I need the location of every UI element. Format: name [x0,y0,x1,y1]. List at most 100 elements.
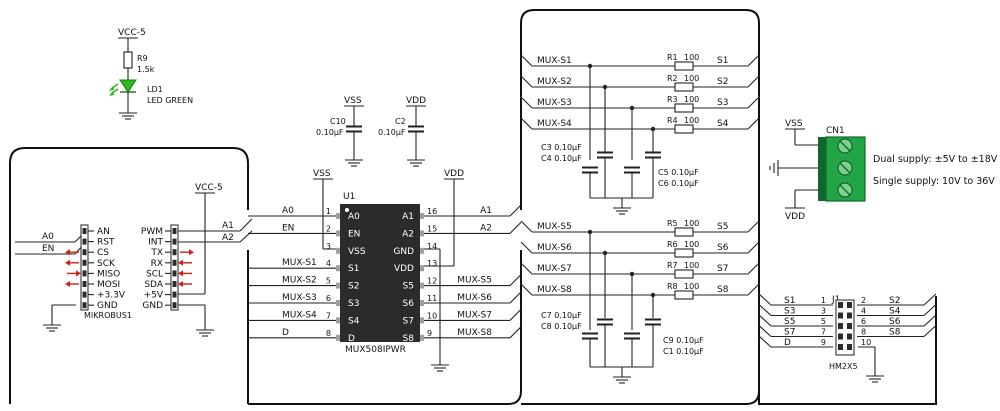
mikrobus-right-label: RX [151,259,163,269]
mux-left-pin-name: D [348,334,355,344]
mux-left-pin-name: EN [348,229,360,239]
vdd-label-cn1: VDD [785,212,805,222]
vss-label-mux: VSS [313,169,331,179]
chip-pin [336,282,340,289]
mikrobus-outline [9,147,249,404]
cap-c3: C3 0.10µF [541,143,582,152]
mux-left-pin-name: S4 [348,316,360,326]
chip-pin [336,300,340,306]
c10-value: 0.10µF [316,128,344,137]
mux-right-pin-name: S5 [403,282,414,292]
caps-bottom: C7 0.10µF C8 0.10µF C9 0.10µF C1 0.10µF [541,229,704,384]
header-pin [838,312,843,319]
mux-right-net-label: A1 [480,206,492,216]
capacitor-icon [407,125,425,133]
j1-right-number: 2 [861,296,866,305]
ground-icon [865,375,885,383]
mux-right-pin-number: 12 [427,277,437,286]
chip-pin [420,213,424,219]
header-pin [82,270,87,277]
mux-right-net-label: MUX-S8 [457,328,492,338]
mux-right-pin-name: S8 [403,334,415,344]
vcc5-label-mikrobus: VCC-5 [195,183,223,193]
r9-value: 1.5k [137,65,155,74]
dual-supply-note: Dual supply: ±5V to ±18V [873,154,998,165]
resistor-net-label: MUX-S3 [537,98,572,108]
mux-left-pin-number: 4 [326,259,331,268]
mikrobus-name: MIKROBUS1 [84,311,132,320]
header-pin [838,344,843,350]
resistor-icon [674,124,694,134]
vss-label-c10: VSS [344,96,362,106]
resistor-value: 100 [684,74,699,83]
resistor-outline [520,9,760,405]
resistor-out-label: S2 [717,77,728,87]
capacitor-icon [596,318,614,326]
mikrobus-left-label: CS [97,248,109,258]
resistor-value: 100 [684,219,699,228]
mikrobus-left-label: GND [97,301,118,311]
mux-right-pin-number: 15 [427,224,437,233]
header-pin [172,270,177,277]
pin1-marker [345,208,349,212]
mux-right-pin-name: S7 [403,316,414,326]
resistor-net-label: MUX-S1 [537,56,572,66]
header-pin [847,323,852,329]
mux-right-pin-number: 16 [427,207,437,216]
ground-icon [42,324,62,332]
resistor-out-label: S3 [717,98,728,108]
resistor-value: 100 [684,95,699,104]
mikrobus-left-header [80,224,89,311]
ground-icon [612,376,632,384]
capacitor-icon [623,332,641,340]
mux-left-pin-number: 8 [326,329,331,338]
arrow-left-icon [178,259,192,266]
mux-left-pin-number: 1 [326,207,331,216]
mux-left-pin-number: 3 [326,242,331,251]
mux-left-pin-name: S3 [348,299,359,309]
resistor-net-label: MUX-S5 [537,222,572,232]
mux-right-pin-name: A1 [402,212,414,222]
mux-right-pin-name: S6 [403,299,415,309]
capacitor-icon [623,166,641,174]
j1-left-number: 9 [821,338,826,347]
resistor-icon [674,61,694,71]
mux-right-pin-number: 11 [427,294,437,303]
j1-left-label: S7 [784,328,795,338]
r9-resistor [123,51,133,69]
arrow-left-icon [65,249,79,256]
mikrobus-left-label: SCK [97,259,116,269]
header-pin [172,281,177,287]
mux-left-pin-number: 2 [326,224,331,233]
resistor-value: 100 [684,53,699,62]
header-pin [82,302,87,309]
resistor-ref: R3 [667,95,678,104]
header-outline [758,296,937,405]
header-pin [847,333,852,340]
j1-right-number: 10 [861,338,871,347]
mux-left-pin-name: A0 [348,212,360,222]
j1-right-label: S8 [889,328,901,338]
mikrobus-left-label: AN [97,227,110,237]
resistor-icon [674,290,694,300]
mux-left-net-label: MUX-S2 [282,276,317,286]
ld1-value: LED GREEN [147,96,193,105]
header-pin [82,281,87,287]
resistor-net-label: MUX-S6 [537,243,572,253]
j1-right-number: 6 [861,317,866,326]
chip-pin [336,230,340,237]
capacitor-icon [345,125,363,133]
ground-icon [344,159,364,167]
chip-pin [420,282,424,289]
header-pin [847,302,852,308]
capacitor-icon [644,318,662,326]
ground-icon [195,329,215,337]
terminal-connector-icon [818,136,866,202]
vss-label-cn1: VSS [785,119,803,129]
header-pin [82,259,87,266]
mikrobus-right-label: TX [150,248,163,258]
chip-pin [420,300,424,306]
resistor-value: 100 [684,261,699,270]
